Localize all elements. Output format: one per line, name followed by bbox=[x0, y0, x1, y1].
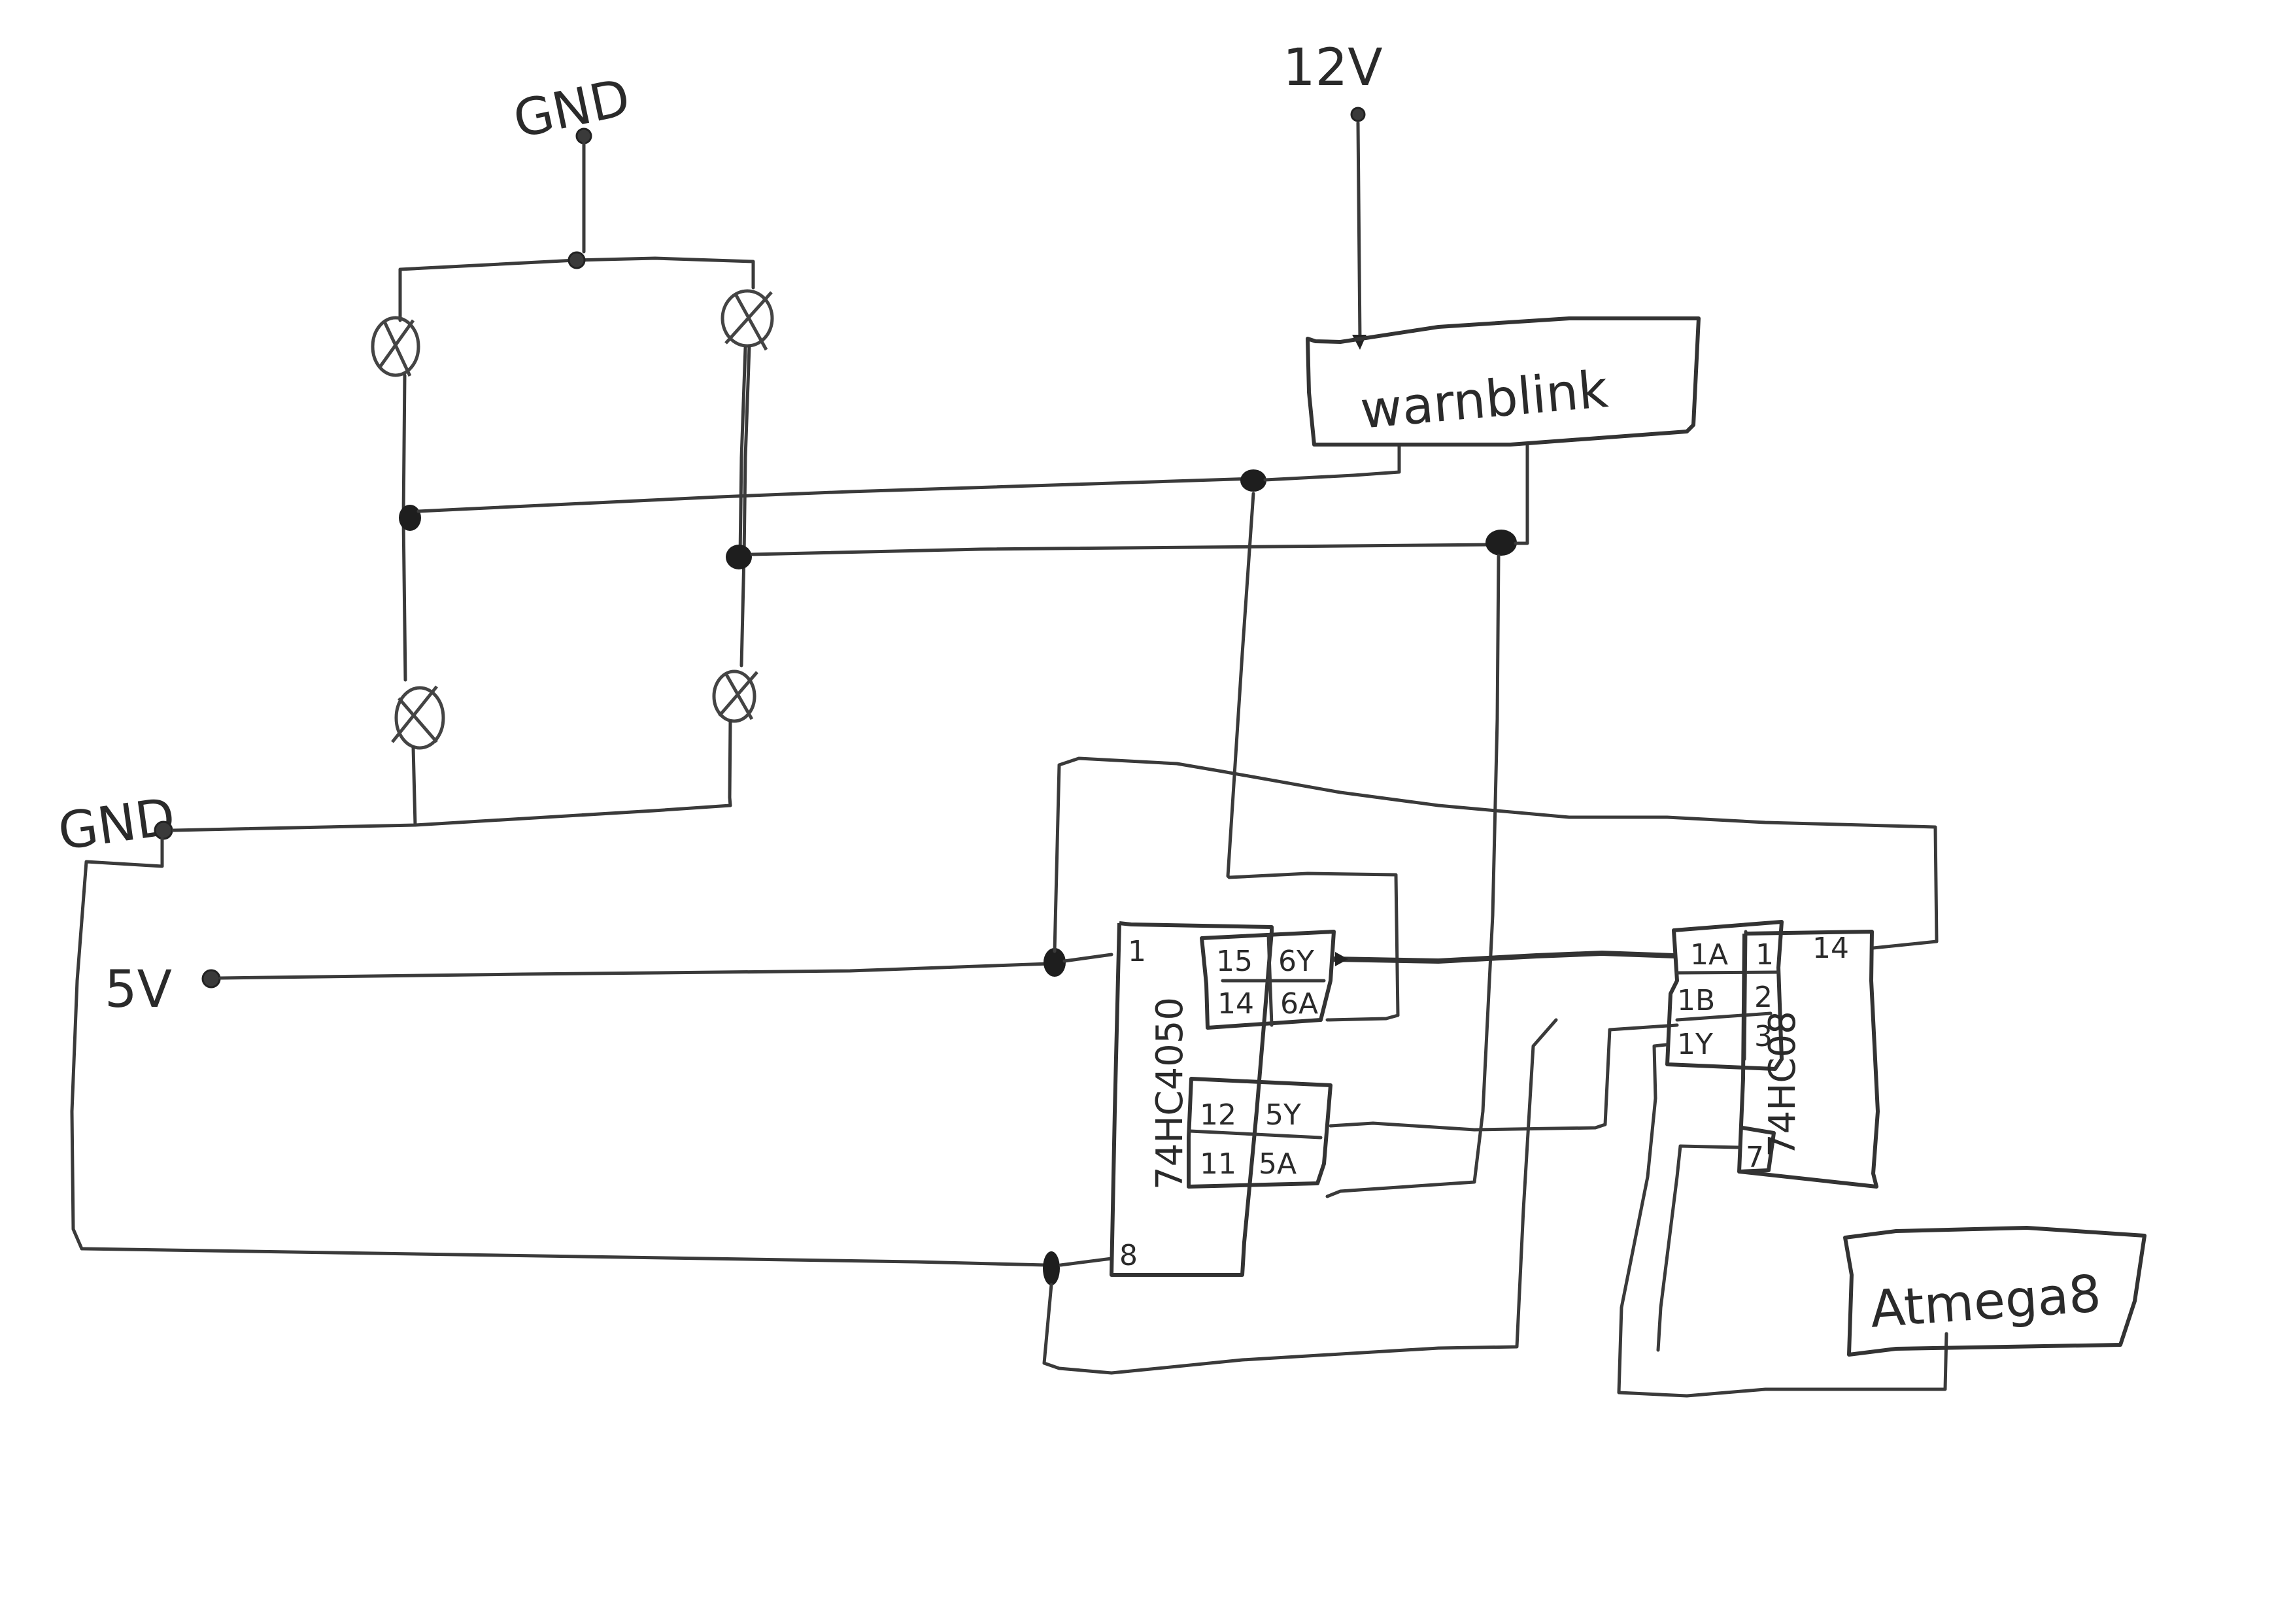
pin-7-gnd: 7 bbox=[1746, 1141, 1764, 1174]
atmega8-label: Atmega8 bbox=[1868, 1264, 2103, 1339]
pin-6a: 6A bbox=[1280, 987, 1318, 1021]
gnd-left-dot bbox=[154, 820, 173, 840]
ic-4050-pin-gnd: 8 bbox=[1119, 1239, 1138, 1272]
ic-08-outline bbox=[1737, 930, 1880, 1189]
net-left-lamps bbox=[416, 477, 1255, 513]
gnd-top-terminal: GND bbox=[509, 68, 636, 254]
v12-wire bbox=[1356, 121, 1362, 342]
net-right-lamps bbox=[750, 543, 1499, 556]
pin-1y: 1Y bbox=[1677, 1028, 1713, 1061]
gate-divider-1 bbox=[1675, 970, 1780, 975]
net-6a-input bbox=[1226, 492, 1400, 1022]
buffer-5-box bbox=[1187, 1077, 1332, 1189]
gnd-left-loop-wire bbox=[70, 837, 1048, 1267]
junction-net-right bbox=[1485, 530, 1517, 556]
buffer-6-divider-v bbox=[1266, 933, 1274, 1027]
junction-vcc-4050 bbox=[1044, 948, 1066, 977]
net-5a-input bbox=[1325, 554, 1501, 1198]
atmega8-box: Atmega8 bbox=[1843, 1226, 2147, 1357]
atmega8-outline bbox=[1843, 1226, 2147, 1357]
lamp-top-bus bbox=[398, 256, 755, 290]
pin-2: 2 bbox=[1754, 981, 1773, 1014]
gnd-top-label: GND bbox=[509, 68, 636, 150]
ic-4050-pin-vcc: 1 bbox=[1128, 935, 1146, 968]
v12-dot bbox=[1350, 107, 1366, 122]
pin-1b: 1B bbox=[1677, 984, 1715, 1017]
warnblink-box: warnblink bbox=[1306, 316, 1701, 447]
ic-08-pin7-box bbox=[1739, 1126, 1776, 1174]
ic-08-gate-box bbox=[1665, 920, 1784, 1071]
v12-label: 12V bbox=[1283, 39, 1383, 97]
gate-divider-2 bbox=[1675, 1011, 1773, 1022]
pin-14-vcc: 14 bbox=[1812, 932, 1849, 965]
lamp-bottom-left bbox=[391, 685, 445, 750]
buffer-5-divider-h bbox=[1188, 1129, 1323, 1140]
gnd-bottom-wire bbox=[1042, 1018, 1558, 1375]
warnblink-out-left-wire bbox=[1263, 443, 1401, 482]
net-1y-to-atmega bbox=[1617, 1043, 1948, 1398]
buffer-6-box bbox=[1200, 930, 1336, 1030]
junction-left-lamps bbox=[399, 505, 421, 531]
pin-12: 12 bbox=[1200, 1098, 1236, 1132]
gnd-left-terminal: GND bbox=[55, 787, 179, 862]
lamp-top-left bbox=[371, 316, 420, 377]
ic-4050-name: 74HC4050 bbox=[1149, 997, 1191, 1190]
warnblink-outline bbox=[1306, 316, 1701, 447]
ic-74hc08: 1A 1 1B 2 1Y 3 14 7 74HC08 bbox=[1665, 920, 1880, 1189]
warnblink-out-right-wire bbox=[1514, 443, 1529, 545]
lamp-left-bottom-lead bbox=[411, 745, 417, 827]
pin-5y: 5Y bbox=[1265, 1098, 1301, 1132]
pin-15: 15 bbox=[1216, 945, 1253, 978]
warnblink-label: warnblink bbox=[1358, 360, 1610, 441]
junction-right-lamps bbox=[726, 545, 752, 569]
gnd-pin8-wire bbox=[1059, 1257, 1113, 1267]
pin-5a: 5A bbox=[1259, 1147, 1297, 1181]
v5-bus bbox=[218, 962, 1051, 980]
ic-08-name: 74HC08 bbox=[1761, 1011, 1804, 1157]
net-5y-to-1b bbox=[1329, 1023, 1679, 1132]
lamp-top-right bbox=[721, 289, 774, 351]
pin-6y: 6Y bbox=[1278, 945, 1314, 978]
lamp-right-column bbox=[739, 345, 751, 668]
net-pin7-gnd bbox=[1656, 1144, 1741, 1352]
ic-4050-outline bbox=[1110, 921, 1274, 1277]
pin-11: 11 bbox=[1200, 1147, 1236, 1181]
pin-3: 3 bbox=[1754, 1020, 1773, 1053]
gnd-top-node bbox=[568, 251, 586, 269]
net-6y-arrow-icon bbox=[1335, 952, 1348, 966]
v5-terminal: 5V bbox=[105, 960, 221, 1019]
lamp-right-column-retrace bbox=[738, 346, 747, 558]
v5-label: 5V bbox=[105, 960, 172, 1019]
junction-net-left bbox=[1240, 469, 1266, 492]
pin-1: 1 bbox=[1756, 938, 1774, 972]
gnd-left-bus bbox=[171, 804, 732, 832]
ic-74hc4050: 1 8 74HC4050 15 6Y 14 6A 12 5Y 11 5A bbox=[1110, 921, 1336, 1277]
vcc-loop-wire bbox=[1053, 756, 1939, 953]
v5-dot bbox=[201, 969, 221, 989]
v12-terminal: 12V bbox=[1283, 39, 1383, 350]
net-6y-to-1a bbox=[1331, 950, 1676, 964]
junction-gnd-4050 bbox=[1043, 1251, 1060, 1285]
pin-1a: 1A bbox=[1690, 938, 1728, 972]
pin-14: 14 bbox=[1217, 987, 1254, 1021]
lamp-bottom-right bbox=[712, 669, 758, 723]
vcc-pin1-wire bbox=[1062, 953, 1113, 963]
